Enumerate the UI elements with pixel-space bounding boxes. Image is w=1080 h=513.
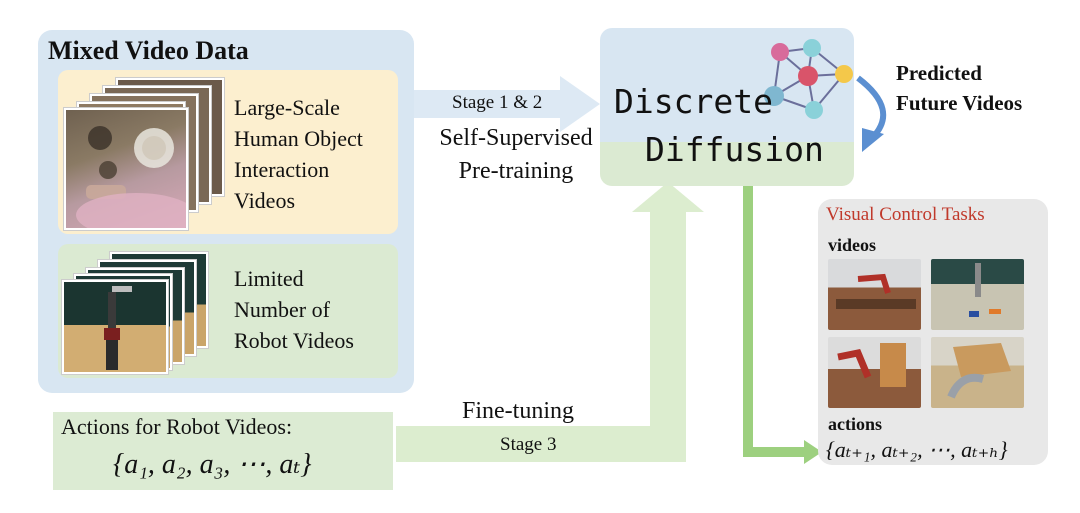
- videos-label: videos: [828, 235, 877, 255]
- task-video-thumbnail: [828, 259, 921, 330]
- caption-line: Videos: [234, 188, 296, 213]
- output-arrow-line: [743, 186, 806, 457]
- predicted-actions-formula: {aₜ₊₁, aₜ₊₂, ⋯, aₜ₊ₕ}: [826, 437, 1008, 462]
- visual-control-tasks-title: Visual Control Tasks: [826, 204, 985, 225]
- finetuning-label: Fine-tuning: [462, 398, 574, 424]
- prediction-loop-arrow: [856, 75, 887, 141]
- robot-actions-panel: [53, 412, 393, 490]
- human-video-stack: [64, 78, 226, 230]
- model-name-line-2: Diffusion: [645, 130, 824, 169]
- robot-actions-formula: {a₁, a₂, a₃, ⋯, aₜ}: [113, 449, 312, 480]
- caption-line: Human Object: [234, 126, 363, 151]
- task-video-thumbnail: [931, 259, 1024, 330]
- caption-line: Predicted: [896, 61, 982, 85]
- predicted-future-videos-label: Predicted Future Videos: [896, 58, 1022, 118]
- finetuning-arrow: [396, 182, 704, 462]
- human-scene-image: [76, 126, 186, 228]
- visual-control-tasks-panel: [818, 199, 1048, 465]
- task-video-thumbnail: [931, 337, 1024, 408]
- actions-label: actions: [828, 414, 882, 434]
- prediction-loop-arrowhead: [862, 128, 884, 152]
- task-video-thumbnail: [828, 337, 921, 408]
- model-name-line-1: Discrete: [614, 82, 773, 121]
- output-arrow-head: [804, 440, 822, 464]
- mixed-video-data-title: Mixed Video Data: [48, 36, 249, 65]
- caption-line: Limited: [234, 266, 304, 291]
- caption-line: Pre-training: [458, 158, 574, 184]
- caption-line: Large-Scale: [234, 95, 340, 120]
- human-video-frame-front: [64, 108, 188, 230]
- stage-3-label: Stage 3: [500, 434, 557, 455]
- pretraining-caption: Self-Supervised Pre-training: [416, 122, 616, 188]
- neural-network-icon: [764, 39, 853, 119]
- robot-video-stack: [62, 252, 212, 374]
- robot-actions-title: Actions for Robot Videos:: [61, 414, 293, 439]
- robot-scene-image: [104, 286, 132, 370]
- human-videos-caption: Large-Scale Human Object Interaction Vid…: [234, 92, 363, 216]
- robot-videos-caption: Limited Number of Robot Videos: [234, 263, 354, 356]
- caption-line: Self-Supervised: [439, 125, 593, 151]
- pretraining-arrow: [414, 76, 600, 132]
- caption-line: Robot Videos: [234, 328, 354, 353]
- caption-line: Future Videos: [896, 91, 1023, 115]
- caption-line: Interaction: [234, 157, 330, 182]
- caption-line: Number of: [234, 297, 330, 322]
- robot-video-frame-front: [62, 280, 168, 374]
- stage-1-2-label: Stage 1 & 2: [452, 92, 543, 113]
